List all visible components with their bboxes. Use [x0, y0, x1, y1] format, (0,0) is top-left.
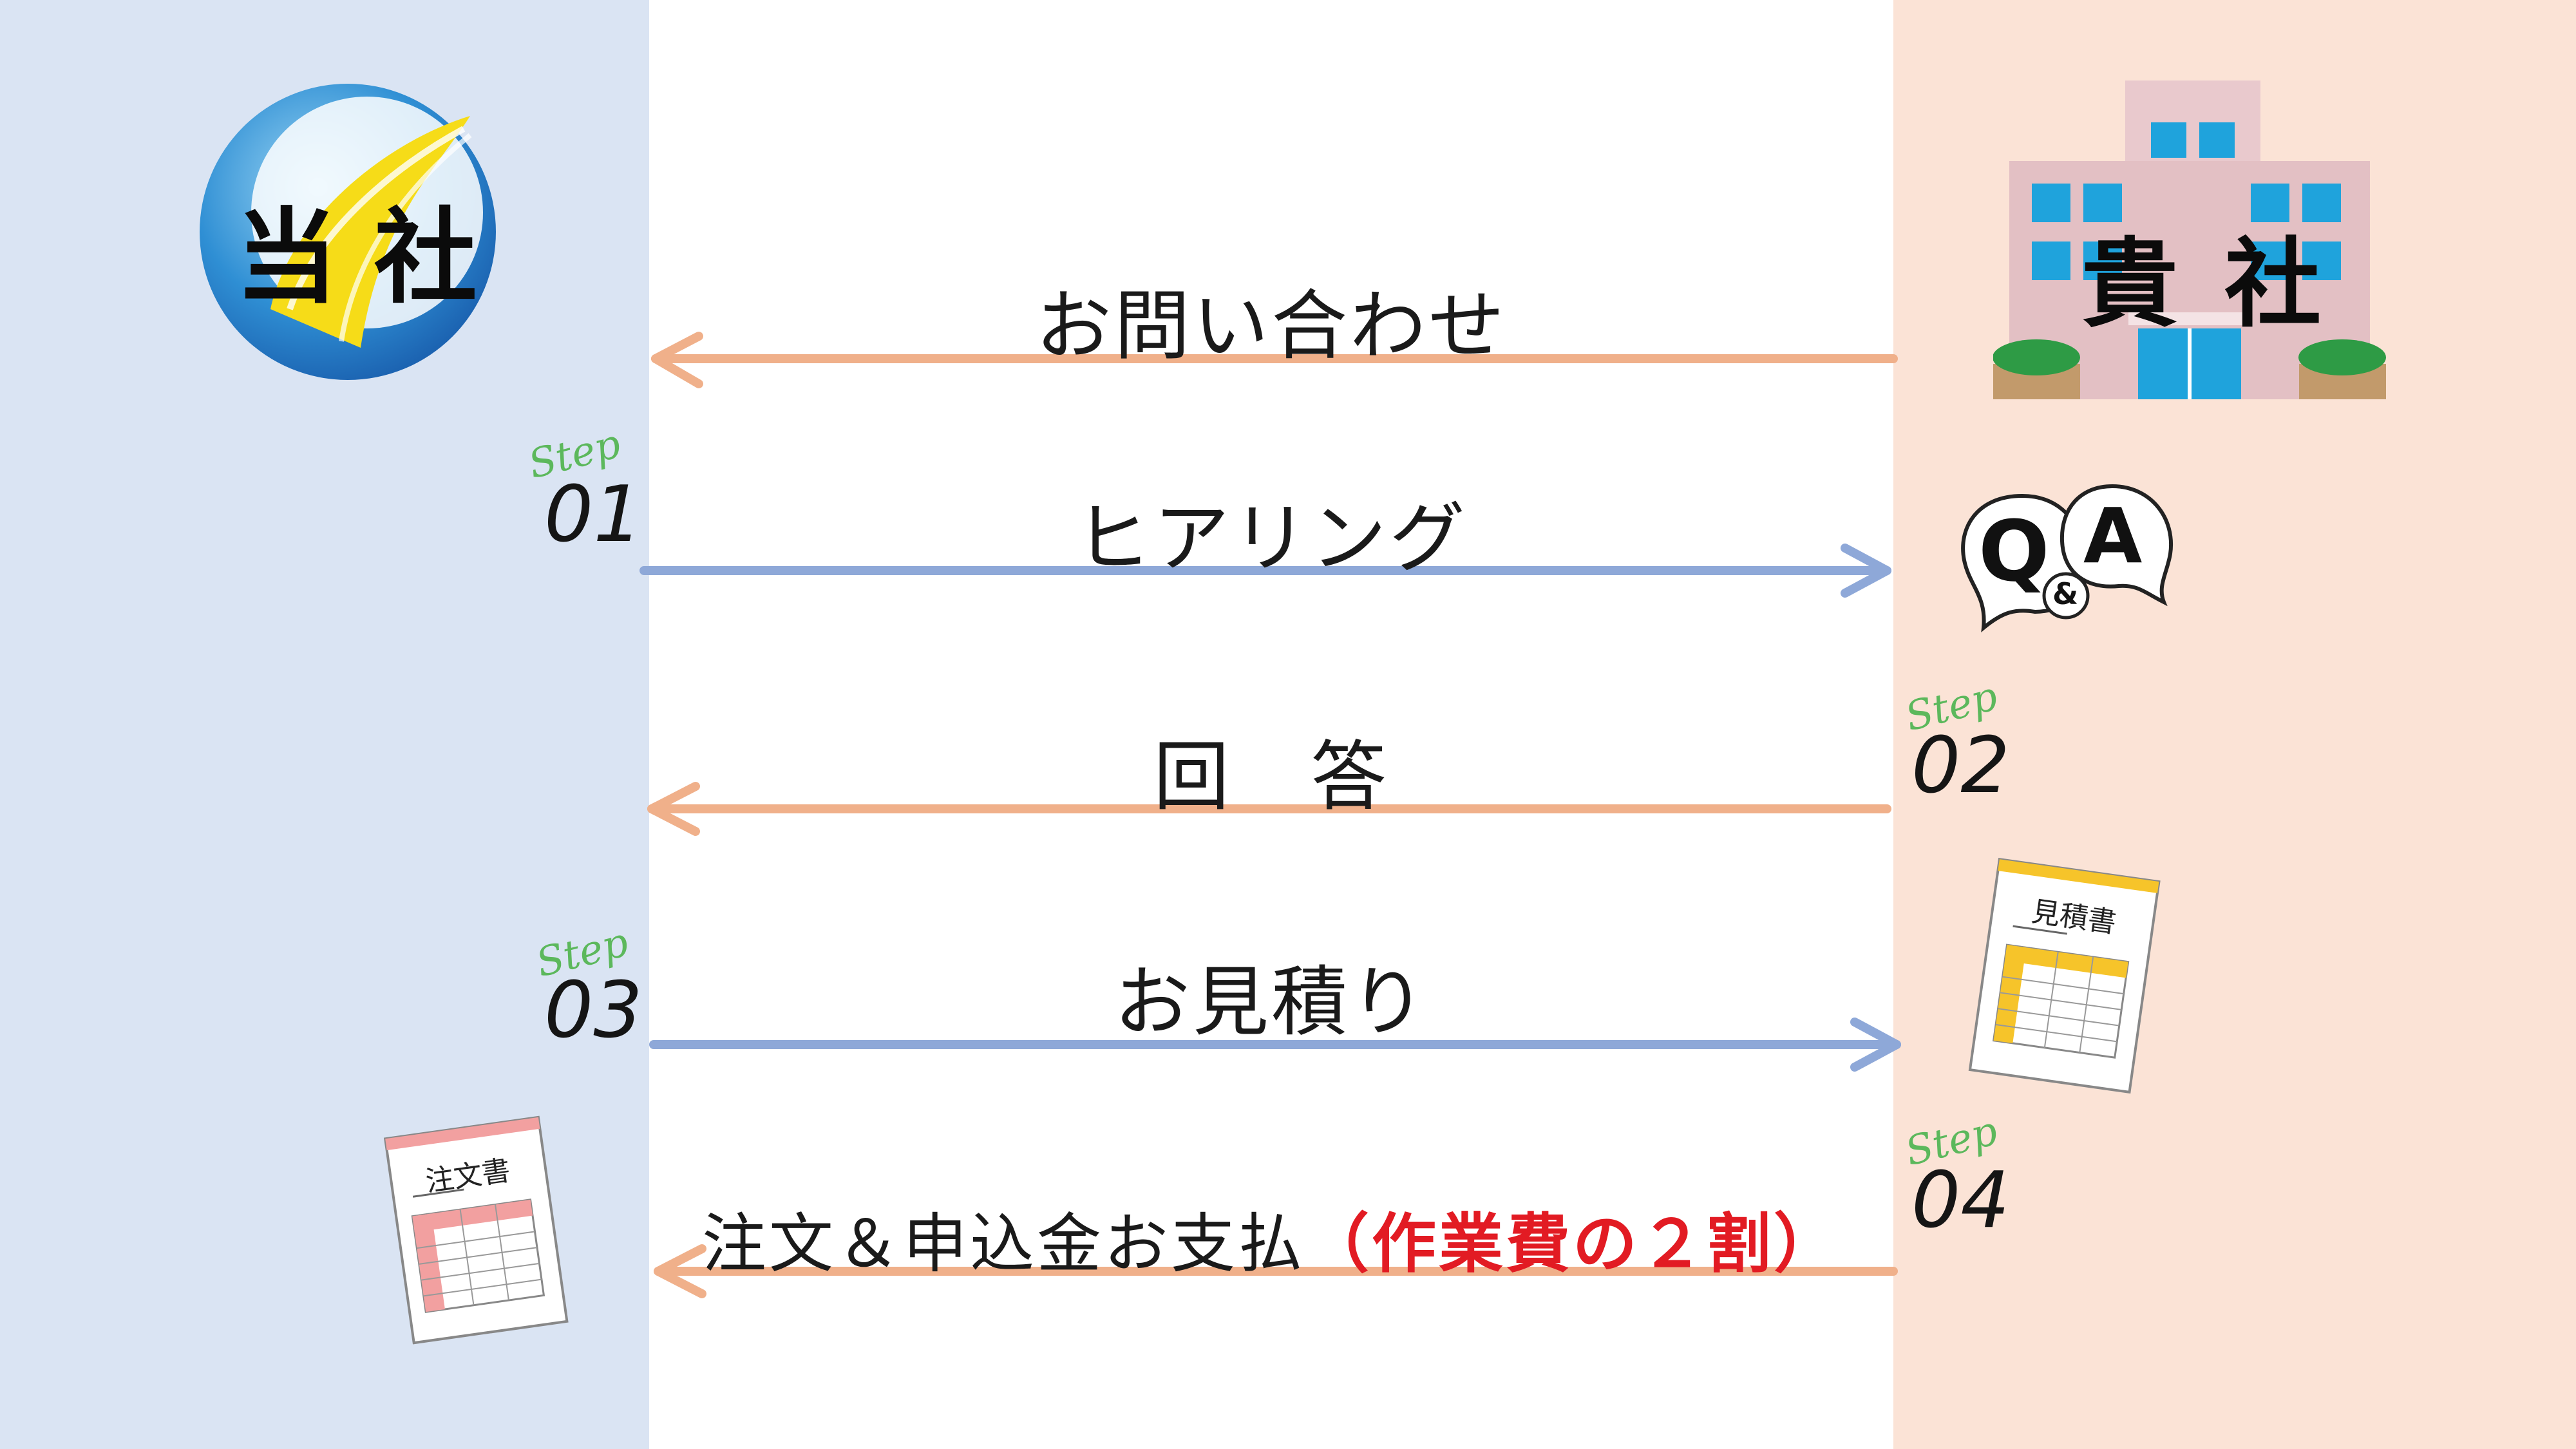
flow-label-inquiry: お問い合わせ	[1035, 281, 1507, 370]
our-company-label: 当 社	[235, 197, 477, 317]
step-01-number: 01	[544, 470, 643, 560]
qa-a: A	[2083, 491, 2143, 580]
building-icon	[1993, 80, 2386, 399]
flow-label-order: 注文＆申込金お支払（作業費の２割）	[702, 1206, 1841, 1282]
step-02-number: 02	[1911, 721, 2010, 811]
flow-label-order-accent: （作業費の２割）	[1305, 1206, 1841, 1282]
arrow-inquiry	[651, 332, 1898, 388]
arrow-hearing	[639, 544, 1891, 598]
step-03-number: 03	[544, 966, 643, 1056]
arrow-estimate	[649, 1018, 1901, 1072]
order-document-icon	[383, 1115, 569, 1345]
company-logo-icon	[200, 84, 496, 380]
flow-column	[649, 0, 1893, 1449]
flow-label-answer: 回 答	[1153, 732, 1389, 821]
arrow-answer	[647, 782, 1891, 836]
flow-label-hearing: ヒアリング	[1074, 494, 1468, 583]
client-company-label: 貴 社	[2081, 229, 2328, 341]
qa-amp: &	[2052, 576, 2079, 611]
step-04-number: 04	[1911, 1156, 2010, 1245]
arrow-order	[654, 1244, 1898, 1298]
estimate-document-icon	[1968, 857, 2161, 1094]
flow-label-estimate: お見積り	[1113, 958, 1428, 1046]
qa-bubbles-icon	[1961, 484, 2174, 632]
qa-q: Q	[1978, 502, 2050, 600]
